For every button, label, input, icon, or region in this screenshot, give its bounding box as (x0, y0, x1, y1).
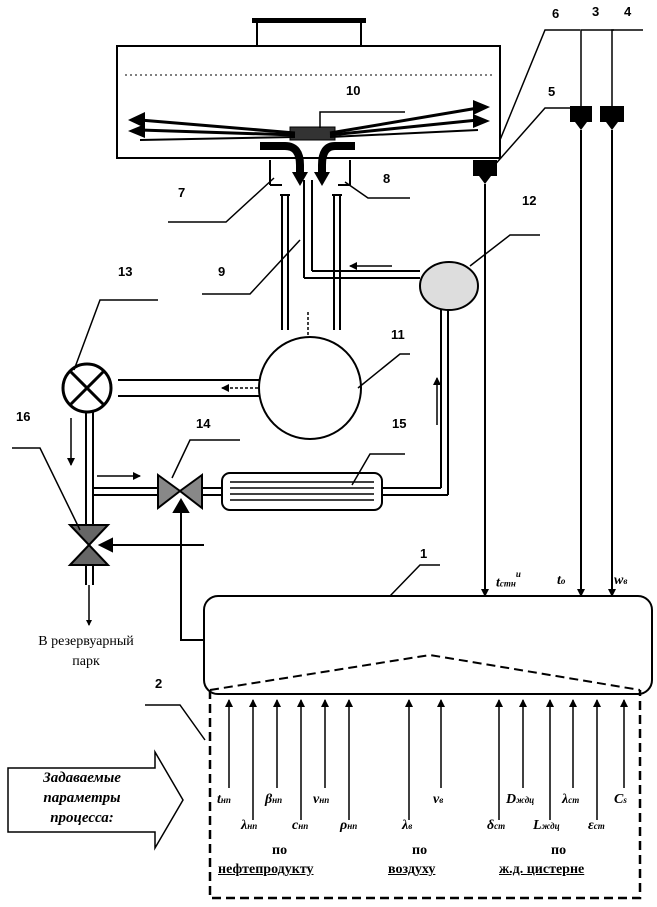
group-tank-name: ж.д. цистерне (499, 862, 584, 878)
label-13: 13 (118, 264, 132, 279)
param-rho-np: ρнп (340, 818, 357, 834)
param-l-zhdc: Lждц (533, 818, 560, 834)
label-16: 16 (16, 409, 30, 424)
param-delta-st: δст (487, 818, 505, 834)
output-t-o: to (557, 573, 565, 589)
label-15: 15 (392, 416, 406, 431)
param-d-zhdc: Dждц (506, 792, 534, 808)
params-caption-line2: параметры (12, 788, 152, 808)
group-tank-po: по (551, 843, 566, 859)
label-6: 6 (552, 6, 559, 21)
outlet-label: В резервуарный парк (6, 632, 166, 672)
outlet-label-line2: парк (6, 652, 166, 672)
flow-arrows (71, 266, 437, 476)
group-oil-name: нефтепродукту (218, 862, 314, 878)
heat-exchanger (222, 473, 382, 510)
param-beta-np: βнп (265, 792, 282, 808)
param-eps-st: εст (588, 818, 605, 834)
params-caption-line1: Задаваемые (12, 768, 152, 788)
control-valve (63, 364, 111, 412)
separator-vessel (259, 337, 361, 439)
control-lines (100, 500, 204, 640)
param-t-np: tнп (217, 792, 231, 808)
param-lambda-np: λнп (241, 818, 257, 834)
param-c-s: Cs (614, 792, 627, 808)
group-air-po: по (412, 843, 427, 859)
label-5: 5 (548, 84, 555, 99)
group-air-name: воздуху (388, 862, 435, 878)
output-t-stn: tстни (496, 573, 521, 592)
group-oil-po: по (272, 843, 287, 859)
param-lambda-v: λв (402, 818, 412, 834)
pump (420, 262, 478, 310)
label-4: 4 (624, 4, 631, 19)
label-12: 12 (522, 193, 536, 208)
sensors (473, 106, 624, 596)
label-14: 14 (196, 416, 210, 431)
computing-block (204, 596, 652, 694)
label-8: 8 (383, 171, 390, 186)
param-lambda-st: λст (562, 792, 579, 808)
param-c-np: cнп (292, 818, 308, 834)
outlet-label-line1: В резервуарный (6, 632, 166, 652)
params-caption-line3: процесса: (12, 808, 152, 828)
label-10: 10 (346, 83, 360, 98)
label-11: 11 (391, 327, 405, 342)
param-nu-v: νв (433, 792, 443, 808)
label-2: 2 (155, 676, 162, 691)
label-1: 1 (420, 546, 427, 561)
label-9: 9 (218, 264, 225, 279)
output-w-v: wв (614, 573, 627, 589)
label-3: 3 (592, 4, 599, 19)
params-caption: Задаваемые параметры процесса: (12, 768, 152, 828)
param-nu-np: νнп (313, 792, 329, 808)
label-7: 7 (178, 185, 185, 200)
